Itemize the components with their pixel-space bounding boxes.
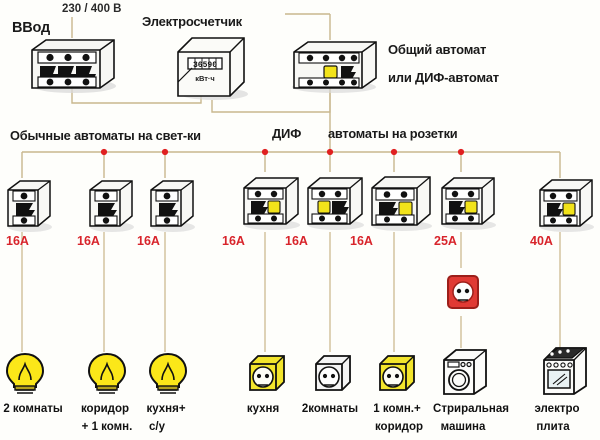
load-label-4-line1: кухня (246, 403, 280, 415)
rcd-test-button (317, 200, 331, 214)
amp-label-4: 16A (222, 234, 245, 248)
main-rcd-breaker[interactable] (286, 36, 382, 94)
load-label-5-line1: 2комнаты (301, 403, 359, 415)
amp-label-1: 16A (6, 234, 29, 248)
branch-breaker-1[interactable] (2, 176, 58, 234)
load-label-8-line2: плита (536, 421, 570, 433)
load-socket-yellow-2 (379, 355, 415, 391)
label-lighting-group: Обычные автоматы на свет-ки (10, 128, 201, 143)
load-label-3-line1: кухня+ (146, 403, 186, 415)
load-label-6-line2: коридор (374, 421, 424, 433)
rcd-test-button (267, 200, 281, 214)
amp-label-6: 16A (350, 234, 373, 248)
label-input: ВВод (12, 20, 51, 36)
meter-digits: 36590 (193, 61, 217, 70)
load-socket-red (447, 275, 479, 309)
meter-unit: кВт·ч (195, 74, 215, 83)
load-label-7-line2: машина (440, 421, 486, 433)
amp-label-7: 25A (434, 234, 457, 248)
label-main-breaker-line2: или ДИФ-автомат (388, 70, 499, 85)
label-meter: Электросчетчик (142, 14, 242, 29)
load-label-2-line2: + 1 комн. (81, 421, 133, 433)
label-socket-group: автоматы на розетки (328, 126, 458, 141)
load-label-7-line1: Стриральная (433, 403, 509, 415)
load-lamp-2 (87, 352, 127, 394)
rcd-test-button (398, 201, 413, 216)
load-socket-yellow-1 (249, 355, 285, 391)
load-socket-white (315, 355, 351, 391)
label-dif: ДИФ (272, 126, 302, 141)
branch-rcd-7[interactable] (436, 170, 502, 232)
busbar-junction-dots (100, 148, 465, 156)
label-voltage: 230 / 400 В (62, 3, 122, 15)
load-label-3-line2: с/у (149, 421, 165, 433)
load-label-8-line1: электро (534, 403, 580, 415)
branch-breaker-2[interactable] (84, 176, 140, 234)
input-breaker-3p[interactable] (24, 32, 120, 94)
amp-label-5: 16A (285, 234, 308, 248)
branch-rcd-4[interactable] (238, 170, 306, 232)
electricity-meter[interactable]: 36590 кВт·ч (168, 30, 254, 102)
amp-label-3: 16A (137, 234, 160, 248)
label-main-breaker-line1: Общий автомат (388, 42, 487, 57)
meter-digit-window (187, 57, 223, 70)
load-label-1-line1: 2 комнаты (3, 403, 63, 415)
load-lamp-3 (148, 352, 188, 394)
branch-rcd-6[interactable] (366, 168, 438, 234)
branch-rcd-5[interactable] (302, 170, 370, 232)
amp-label-2: 16A (77, 234, 100, 248)
load-washing-machine (443, 349, 487, 395)
load-lamp-1 (5, 352, 45, 394)
load-stove (543, 347, 587, 395)
amp-label-8: 40A (530, 234, 553, 248)
branch-breaker-3[interactable] (145, 176, 201, 234)
rcd-test-button (562, 202, 576, 216)
load-label-6-line1: 1 комн.+ (373, 403, 421, 415)
rcd-test-button (323, 65, 338, 79)
svg-text:36590: 36590 (193, 61, 217, 70)
branch-rcd-8[interactable] (534, 172, 600, 234)
load-label-2-line1: коридор (80, 403, 130, 415)
rcd-test-button (464, 200, 478, 214)
